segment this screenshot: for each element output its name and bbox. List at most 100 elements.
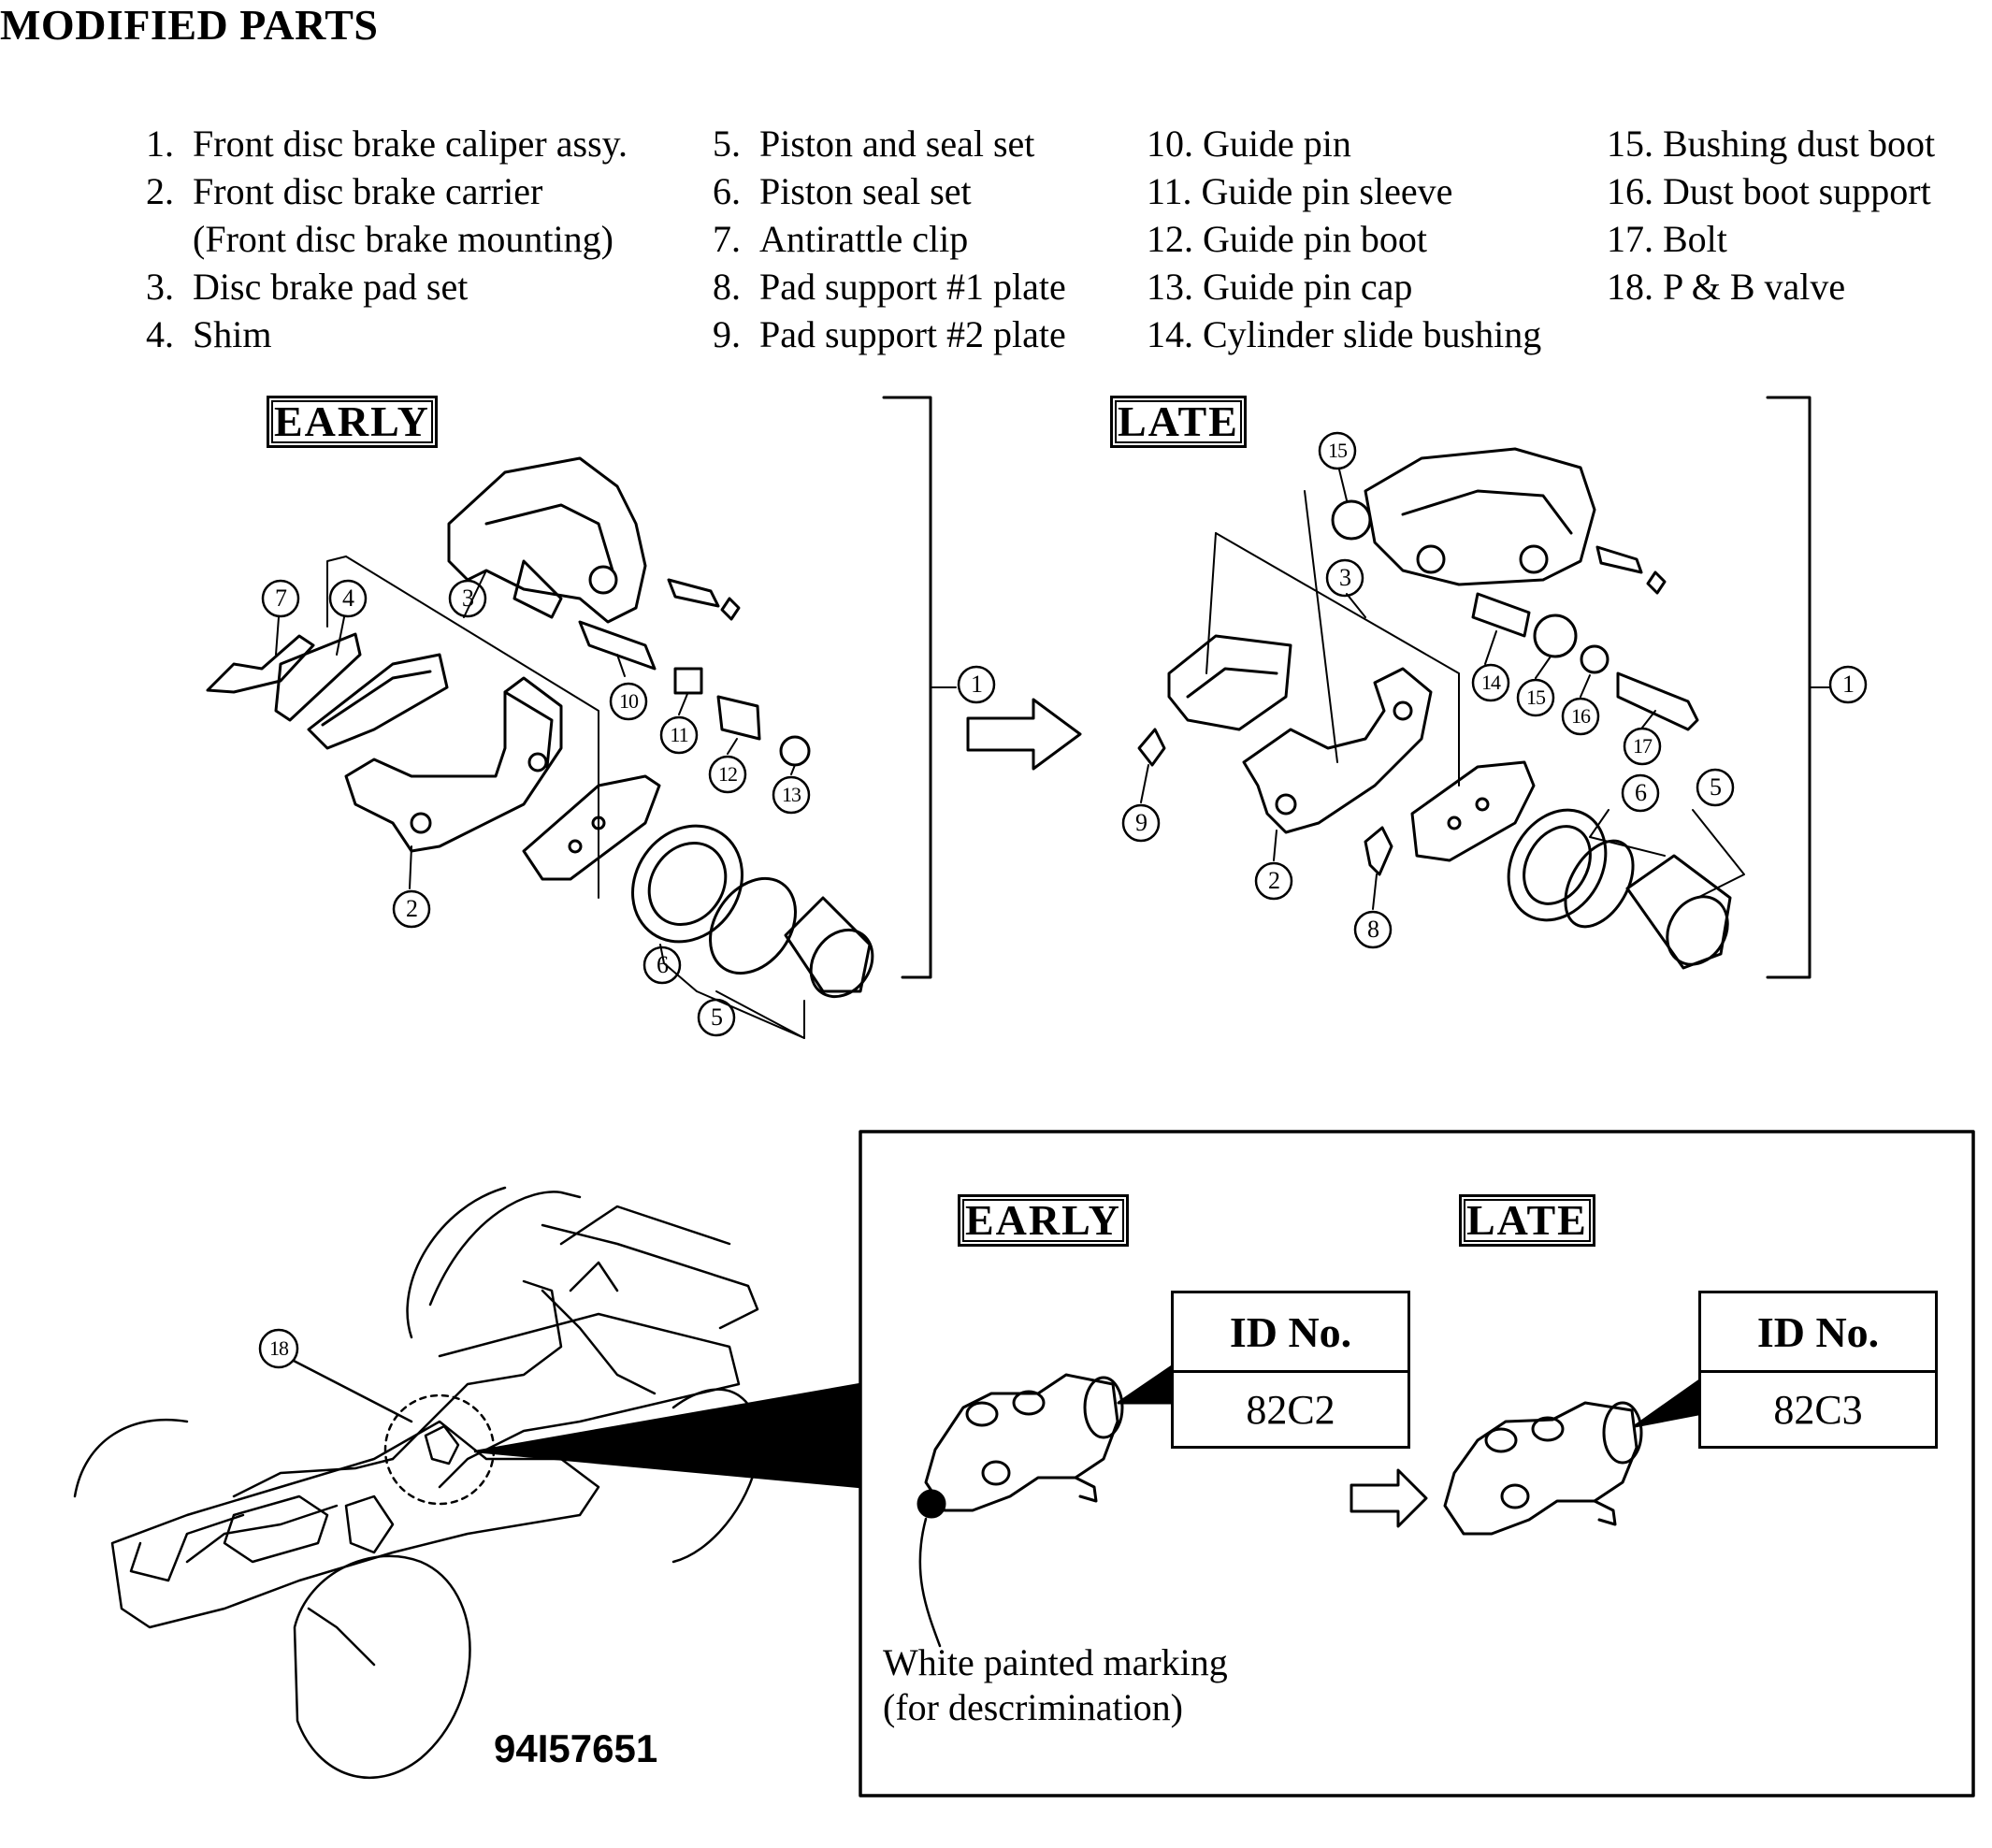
part-number: 7.	[713, 218, 741, 260]
late-callout-number: 15	[1526, 686, 1546, 709]
part-name: Disc brake pad set	[193, 266, 469, 308]
late-dust-boot-support	[1580, 644, 1609, 674]
early-id-label: ID No.	[1174, 1293, 1407, 1373]
late-pad-support-plate-1	[1364, 826, 1393, 876]
callout-6	[642, 946, 682, 985]
late-bushing-dust-boot-upper	[1331, 499, 1372, 541]
early-piston	[784, 896, 872, 993]
callout-17	[1623, 727, 1662, 766]
late-callout-number: 16	[1571, 704, 1591, 728]
early-carrier-contour	[503, 690, 554, 769]
part-item: 3.Disc brake pad set	[112, 263, 628, 310]
part-number: 10.	[1147, 123, 1193, 165]
part-item: 6.Piston seal set	[679, 167, 1066, 215]
early-assembly-bracket	[882, 396, 932, 979]
callout-11	[659, 715, 699, 755]
early-callout-number: 7	[275, 585, 287, 612]
early-guide-pin-sleeve	[673, 667, 703, 695]
early-guide-pin-boot	[716, 695, 761, 741]
early-valve-port	[1083, 1376, 1124, 1439]
early-valve-port	[1012, 1390, 1046, 1416]
part-item: 4.Shim	[112, 310, 628, 358]
late-callout-number: 15	[1328, 439, 1348, 462]
early-carrier-hole	[410, 812, 432, 834]
early-caliper-assembly	[206, 396, 996, 1039]
part-item: 2.Front disc brake carrier	[112, 167, 628, 215]
early-callout-number: 10	[619, 689, 639, 713]
late-bleeder-cap	[1646, 570, 1667, 595]
part-name: Bolt	[1663, 218, 1727, 260]
part-name: Piston seal set	[759, 170, 972, 212]
part-item: 17.Bolt	[1607, 215, 1935, 263]
early-callout-number: 2	[406, 895, 418, 922]
early-id-box: ID No. 82C2	[1171, 1291, 1410, 1449]
late-callout-number: 5	[1710, 773, 1722, 801]
part-item: 18.P & B valve	[1607, 263, 1935, 310]
early-guide-pin	[578, 620, 657, 671]
brake-line	[391, 1279, 563, 1461]
late-pad-contour	[1186, 667, 1278, 699]
page-title: MODIFIED PARTS	[0, 1, 379, 49]
part-number: 16.	[1607, 170, 1653, 212]
late-bleeder-screw	[1595, 545, 1643, 574]
part-number: 8.	[713, 266, 741, 308]
part-name: Antirattle clip	[759, 218, 969, 260]
callout-leader	[1641, 710, 1656, 729]
part-number: 17.	[1607, 218, 1653, 260]
callout-leader	[275, 616, 280, 656]
early-pb-valve	[917, 1359, 1182, 1648]
late-pad-set-leader	[1215, 532, 1460, 787]
callout-leader	[409, 845, 412, 889]
part-number: 11.	[1147, 170, 1192, 212]
late-valve-port	[1500, 1483, 1530, 1509]
callout-leader	[1535, 656, 1552, 679]
late-id-label: ID No.	[1701, 1293, 1935, 1373]
callout-14	[1471, 663, 1510, 702]
early-pad-rivet	[568, 839, 583, 854]
late-callout-number: 17	[1633, 734, 1653, 758]
late-piston-face	[1666, 895, 1729, 966]
early-callout-number: 13	[782, 783, 801, 806]
early-callout-number: 5	[711, 1003, 723, 1031]
callout-leader	[1338, 469, 1348, 501]
callout-leader	[1140, 764, 1149, 803]
part-name: Dust boot support	[1663, 170, 1931, 212]
rear-wheel-tire	[406, 1186, 507, 1339]
late-pad-set-leader	[1205, 532, 1217, 674]
callout-leader	[727, 738, 738, 755]
late-id-value: 82C3	[1773, 1386, 1863, 1433]
early-piston-boot-inner	[647, 841, 728, 927]
late-assembly-bracket	[1766, 396, 1812, 979]
early-piston-seal	[709, 876, 797, 975]
part-item: (Front disc brake mounting)	[112, 215, 628, 263]
parts-list-column-4: 15.Bushing dust boot 16.Dust boot suppor…	[1607, 120, 1935, 310]
callout-7	[261, 579, 300, 618]
early-guide-pin-cap	[779, 735, 811, 767]
callout-5	[697, 998, 736, 1037]
late-caliper-assembly	[1121, 396, 1868, 979]
callout-2	[1254, 861, 1293, 901]
late-brake-pad-outer	[1410, 760, 1536, 862]
early-piston-face	[809, 928, 874, 999]
part-name: Cylinder slide bushing	[1203, 313, 1542, 355]
frame-mid-body	[438, 1312, 741, 1489]
part-item: 14.Cylinder slide bushing	[1147, 310, 1541, 358]
callout-leader	[1580, 674, 1591, 698]
part-number: 13.	[1147, 266, 1193, 308]
late-id-pointer	[1633, 1373, 1710, 1428]
part-item: 7. Antirattle clip	[679, 215, 1066, 263]
callout-leader	[659, 944, 805, 1039]
late-piston	[1625, 854, 1732, 970]
early-piston-boot	[631, 824, 743, 944]
late-valve-port	[1484, 1427, 1518, 1453]
late-pad-rivet	[1447, 816, 1462, 830]
marking-note-line1: White painted marking	[883, 1641, 1228, 1683]
early-pad-set-leader	[345, 556, 599, 899]
early-valve-body	[924, 1373, 1119, 1512]
late-piston-boot-inner	[1523, 825, 1592, 905]
late-bolt	[1616, 671, 1699, 731]
callout-18	[258, 1328, 299, 1369]
early-callout-circles	[261, 579, 996, 1037]
early-to-late-arrow	[966, 698, 1082, 771]
part-item: 9.Pad support #2 plate	[679, 310, 1066, 358]
